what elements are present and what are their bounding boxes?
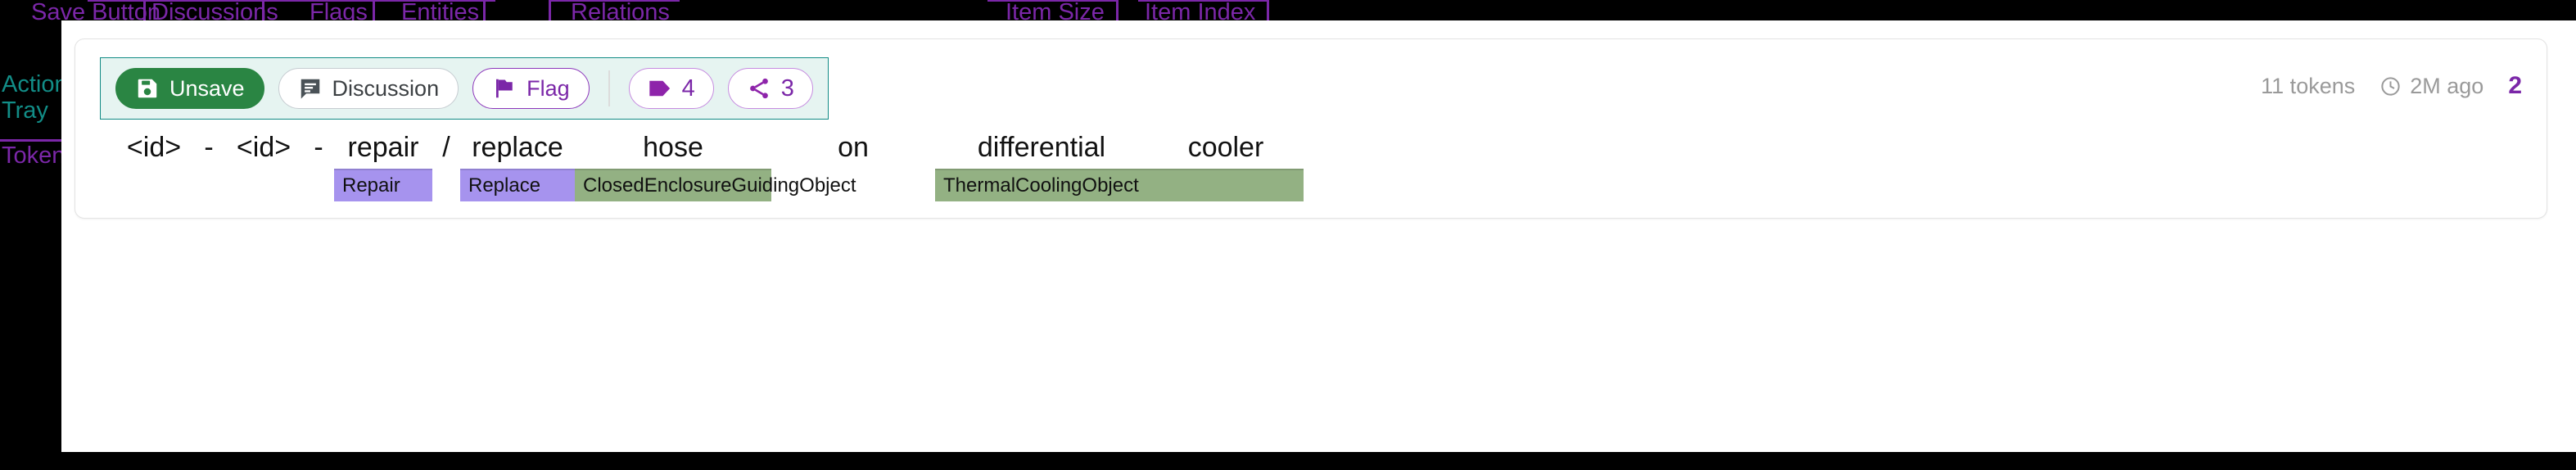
token-text: <id> [236,132,291,163]
action-tray: Unsave Discussion [100,57,829,120]
tag-icon [648,78,672,99]
token[interactable]: / [432,131,460,201]
entity-span[interactable]: ClosedEnclosureGuidingObject [575,169,856,201]
discussion-button[interactable]: Discussion [278,68,459,109]
token[interactable]: - [303,131,334,201]
entities-count-value: 4 [681,75,695,102]
token-text: on [838,132,869,163]
save-button-label: Unsave [169,75,245,101]
entity-span-slot [432,169,460,201]
item-index-value: 2 [2508,72,2522,99]
discussion-button-label: Discussion [332,75,440,101]
entity-span-empty [224,169,303,201]
token[interactable]: <id> [224,131,303,201]
token[interactable]: on [771,131,935,201]
entity-span[interactable]: Repair [334,169,432,201]
leader-line-item-size-top [987,0,1119,2]
last-updated: 2M ago [2379,74,2483,99]
entity-span-empty [115,169,193,201]
token-text: / [442,132,450,163]
flag-button[interactable]: Flag [472,68,590,109]
relations-count-pill[interactable]: 3 [727,68,813,109]
page-background: Unsave Discussion [61,20,2576,452]
clock-icon [2379,75,2402,97]
entity-span-slot [303,169,334,201]
item-card: Unsave Discussion [75,38,2547,219]
entity-span-empty [432,169,460,201]
entity-span-empty [771,169,935,201]
token-text: differential [977,132,1106,163]
token[interactable]: <id> [115,131,193,201]
annotation-action-tray-line1: Action [2,71,68,97]
flag-icon [492,76,517,101]
entity-span-empty [193,169,224,201]
token[interactable]: cooler [1148,131,1304,201]
token-text: - [204,132,214,163]
entity-span-slot [771,169,935,201]
token-text: <id> [126,132,182,163]
entity-span-slot: ClosedEnclosureGuidingObject [575,169,856,201]
item-size-label: 11 tokens [2261,73,2356,98]
entity-span-slot [224,169,303,201]
token[interactable]: - [193,131,224,201]
token-text: - [314,132,323,163]
token-text: replace [472,132,563,163]
comment-icon [298,76,323,101]
leader-line-flags-top [373,0,495,2]
relations-count-value: 3 [780,75,794,102]
entity-span[interactable]: Replace [460,169,575,201]
entity-span-slot [193,169,224,201]
leader-line-tokens [0,139,93,142]
tray-divider [608,70,610,106]
entity-span-slot: Replace [460,169,575,201]
entities-count-pill[interactable]: 4 [628,68,714,109]
flag-button-label: Flag [526,75,570,101]
entity-span-empty [303,169,334,201]
item-meta: 11 tokens 2M ago 2 [2261,72,2522,100]
token-text: cooler [1187,132,1264,163]
token-text: hose [643,132,703,163]
last-updated-value: 2M ago [2410,73,2484,98]
entity-span[interactable]: ThermalCoolingObject [935,169,1148,201]
leader-line-save-button [88,0,407,2]
annotation-action-tray-line2: Tray [2,97,48,124]
leader-line-relations-top [549,0,680,2]
share-nodes-icon [747,76,771,101]
entity-span[interactable] [1148,169,1304,201]
entity-span-slot: Repair [334,169,432,201]
save-button[interactable]: Unsave [115,68,264,109]
token-text: repair [347,132,419,163]
leader-line-item-index-top [1138,0,1269,2]
entity-span-slot: ThermalCoolingObject [935,169,1148,201]
floppy-disk-icon [135,76,160,101]
entity-span-slot [115,169,193,201]
entity-span-slot [1148,169,1304,201]
